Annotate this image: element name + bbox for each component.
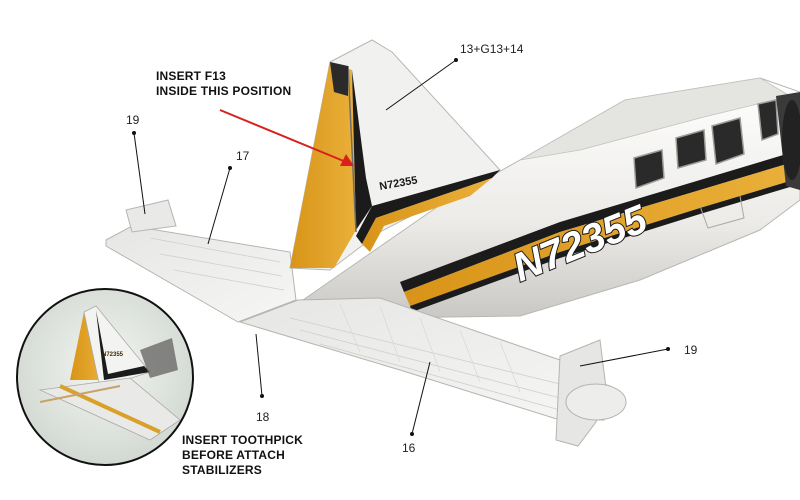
inset-border <box>16 288 194 466</box>
label-tail-assembly: 13+G13+14 <box>460 42 524 56</box>
livery-black-stripe <box>400 150 800 292</box>
label-left-tip-fin: 19 <box>126 113 140 127</box>
livery-yellow-stripe <box>404 160 800 306</box>
insert-f13-line1: INSERT F13 <box>156 69 226 83</box>
left-tip-fin <box>125 199 177 233</box>
vertical-tail <box>289 39 501 271</box>
toothpick-line3: STABILIZERS <box>182 463 262 477</box>
fuselage <box>298 77 800 319</box>
left-stabilizer-part <box>105 199 297 323</box>
tail-yellow-panel <box>290 62 356 268</box>
toothpick-line1: INSERT TOOTHPICK <box>182 433 303 447</box>
insert-arrow <box>219 109 354 166</box>
toothpick-inset: N72355 <box>16 288 194 466</box>
label-left-stabilizer: 17 <box>236 149 250 163</box>
cabin-windows <box>633 99 779 190</box>
inset-registration: N72355 <box>102 352 124 358</box>
insert-f13-line2: INSIDE THIS POSITION <box>156 84 291 98</box>
toothpick-line2: BEFORE ATTACH <box>182 448 285 462</box>
inset-toothpick <box>39 385 121 403</box>
label-right-stabilizer: 16 <box>402 441 416 455</box>
leader-lines <box>132 58 670 436</box>
label-toothpick-point: 18 <box>256 410 270 424</box>
label-right-tip-fin: 19 <box>684 343 698 357</box>
right-stabilizer-part <box>238 297 627 447</box>
